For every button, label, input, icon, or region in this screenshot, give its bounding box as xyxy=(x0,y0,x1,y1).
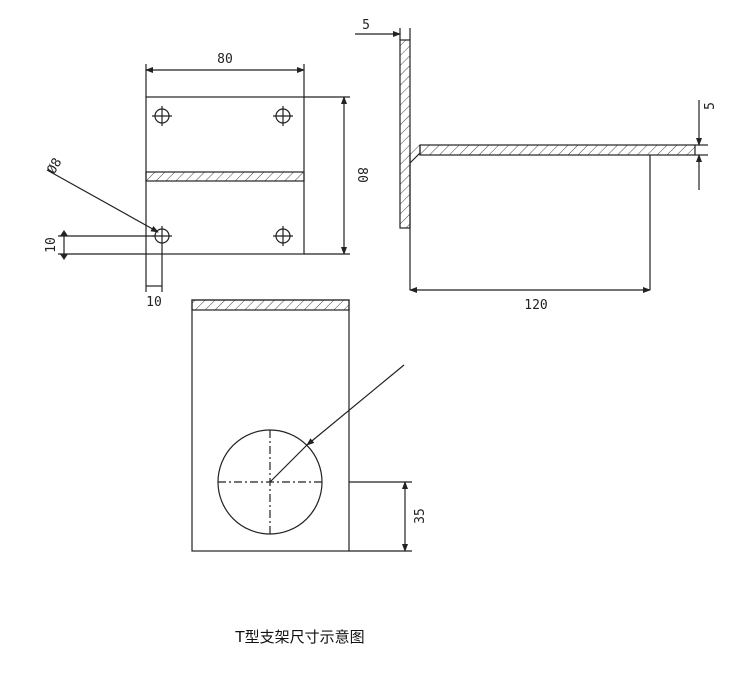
vertical-plate-section xyxy=(399,39,411,229)
dim-hole-diameter: Ø8 xyxy=(45,156,66,177)
dim-hole-offset-y: 10 xyxy=(44,237,59,253)
side-view xyxy=(355,28,708,293)
horizontal-plate-section xyxy=(419,144,696,156)
hole-diameter-leader xyxy=(46,169,159,233)
dim-horizontal-plate-thickness: 5 xyxy=(703,102,718,110)
large-hole-leader xyxy=(306,364,405,446)
top-view xyxy=(46,64,350,292)
dim-hole-offset-x: 10 xyxy=(146,295,162,310)
dim-top-view-width: 80 xyxy=(217,52,233,67)
dim-front-hole-offset: 35 xyxy=(413,508,428,524)
mounting-hole xyxy=(273,226,293,246)
dim-horizontal-length: 120 xyxy=(524,298,547,313)
drawing-caption: T型支架尺寸示意图 xyxy=(235,628,365,646)
mounting-hole xyxy=(152,106,172,126)
dim-top-view-height: 80 xyxy=(354,167,369,183)
front-view-hatch-band xyxy=(191,299,350,311)
mounting-hole xyxy=(273,106,293,126)
mounting-hole xyxy=(152,226,172,246)
top-view-hatch-band xyxy=(145,171,305,182)
front-view xyxy=(191,299,412,552)
dim-vertical-plate-thickness: 5 xyxy=(362,18,370,33)
